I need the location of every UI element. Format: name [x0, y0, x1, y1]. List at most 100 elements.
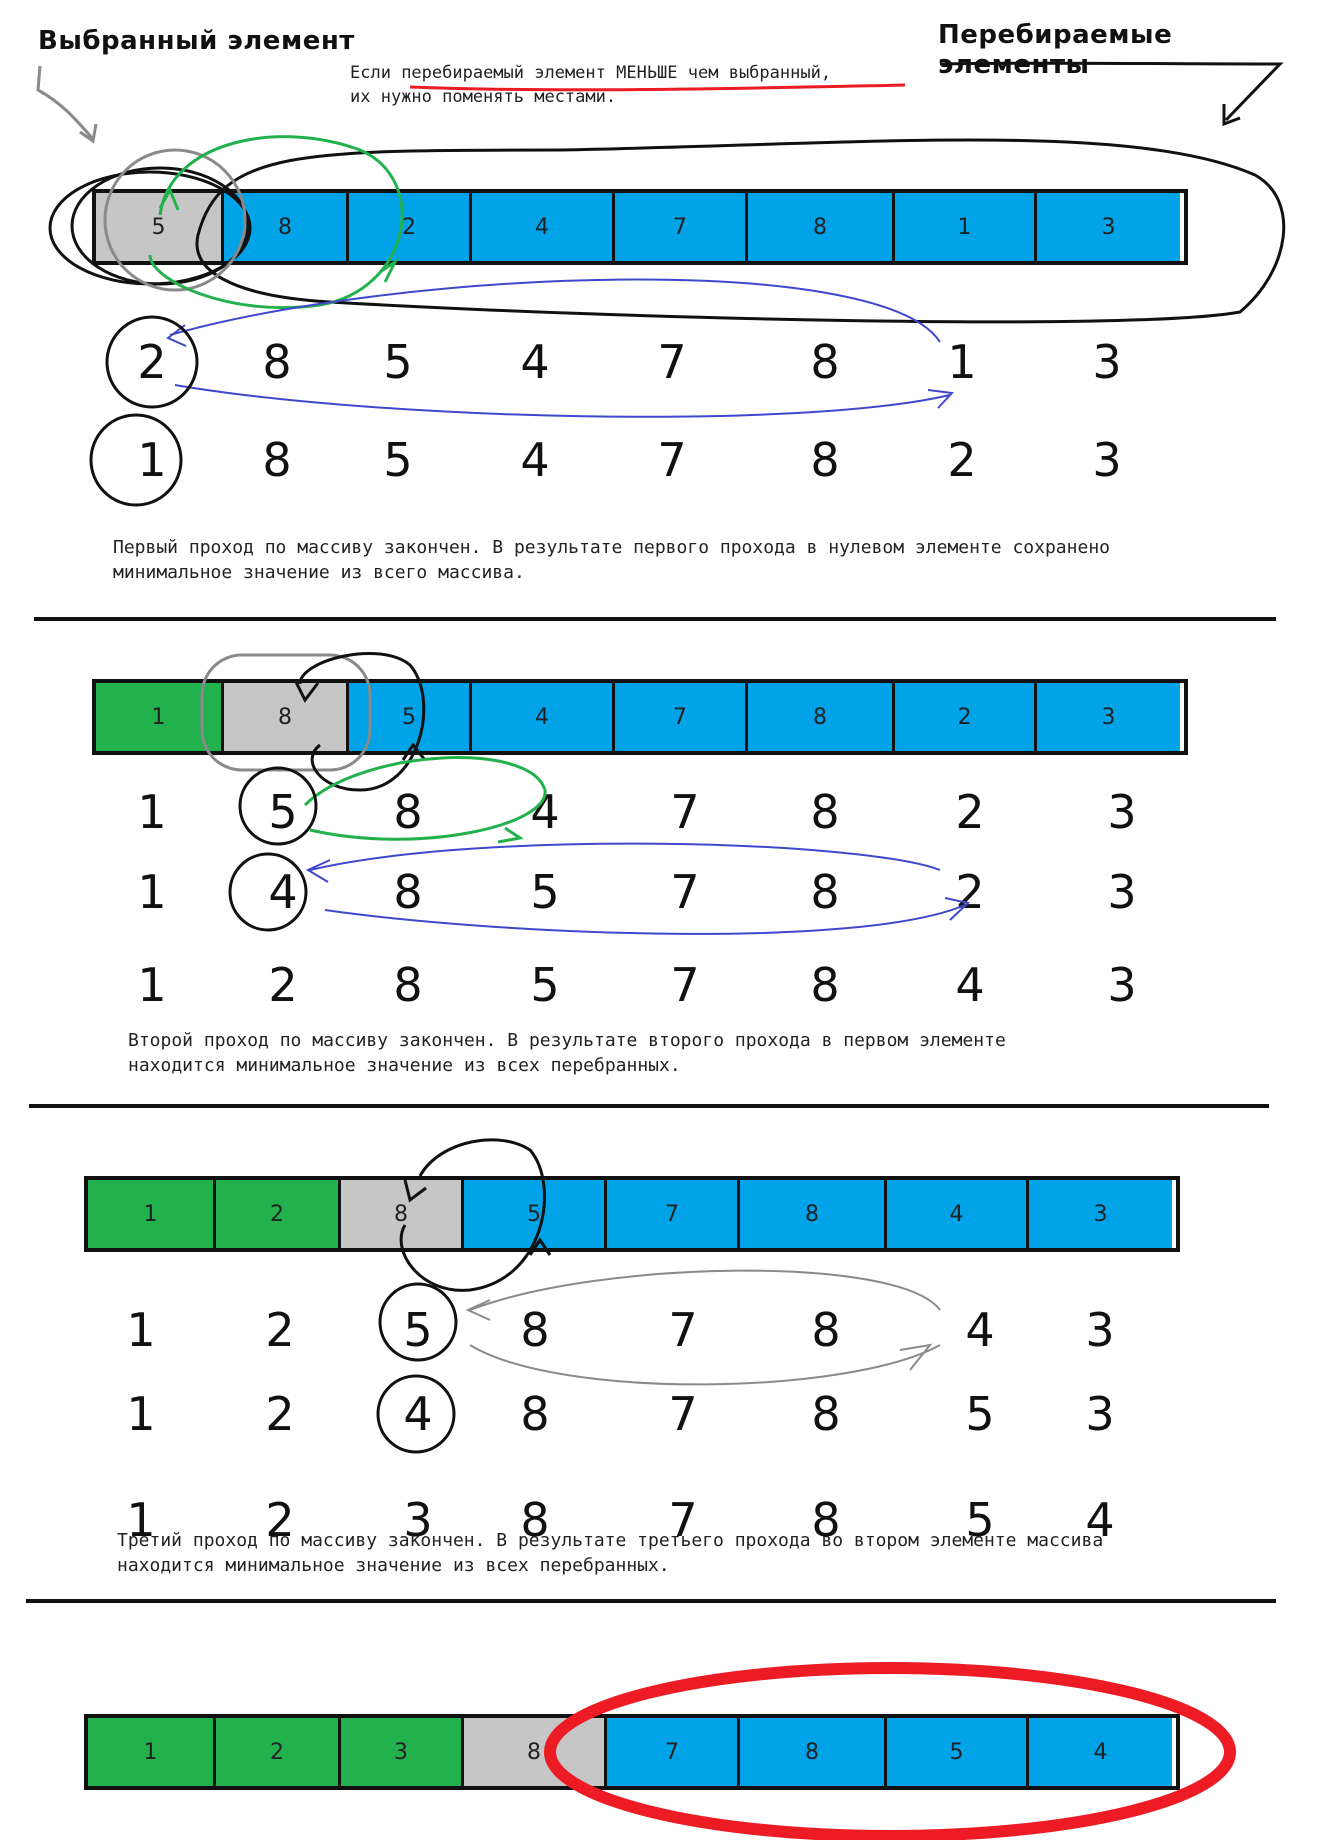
array-cell-iterated: 8 [740, 1180, 887, 1248]
array-cell-iterated: 4 [1029, 1718, 1172, 1786]
handwritten-digit: 1 [137, 433, 167, 487]
array-cell-iterated: 8 [748, 683, 895, 751]
handwritten-digit: 1 [947, 335, 977, 389]
handwritten-digit: 2 [137, 335, 167, 389]
handwritten-digit: 7 [670, 865, 700, 919]
handwritten-digit: 1 [126, 1387, 156, 1441]
handwritten-digit: 4 [530, 785, 560, 839]
handwritten-digit: 1 [137, 958, 167, 1012]
array-cell-selected: 5 [96, 193, 224, 261]
array-cell-sorted: 1 [96, 683, 224, 751]
array-cell-iterated: 3 [1037, 193, 1180, 261]
array-cell-iterated: 5 [349, 683, 472, 751]
array-cell-sorted: 3 [341, 1718, 464, 1786]
handwritten-digit: 7 [670, 785, 700, 839]
rule-note-highlight: перебираемый элемент МЕНЬШЕ чем выбранны… [401, 63, 821, 83]
handwritten-digit: 8 [810, 785, 840, 839]
swap-arrowhead-blue-2 [305, 859, 331, 883]
array-cell-iterated: 2 [895, 683, 1037, 751]
handwritten-digit: 7 [668, 1303, 698, 1357]
rule-note-pre: Если [350, 63, 402, 83]
pass-3-summary: Третий проход по массиву закончен. В рез… [117, 1528, 1103, 1578]
handwritten-digit: 2 [265, 1387, 295, 1441]
handwritten-digit: 4 [403, 1387, 433, 1441]
pass-3-summary-line1: Третий проход по массиву закончен. В рез… [117, 1530, 1104, 1551]
handwritten-digit: 3 [403, 1493, 433, 1547]
handwritten-digit: 8 [811, 1387, 841, 1441]
array-cell-selected: 8 [464, 1718, 607, 1786]
pass-1-summary-line2: минимальное значение из всего массива. [113, 562, 525, 583]
handwritten-digit: 5 [530, 865, 560, 919]
handwritten-digit: 5 [383, 433, 413, 487]
handwritten-digit: 2 [268, 958, 298, 1012]
array-cell-selected: 8 [341, 1180, 464, 1248]
selected-pointer-arrowhead [79, 123, 98, 144]
handwritten-digit: 8 [811, 1493, 841, 1547]
handwritten-digit: 8 [810, 958, 840, 1012]
array-cell-sorted: 2 [216, 1718, 341, 1786]
swap-arrowhead-blue-1b [927, 389, 955, 409]
handwritten-digit: 7 [670, 958, 700, 1012]
handwritten-digit: 8 [810, 433, 840, 487]
handwritten-digit: 1 [137, 785, 167, 839]
rule-note-line2: их нужно поменять местами. [350, 87, 617, 107]
handwritten-digit: 3 [1107, 865, 1137, 919]
array-cell-iterated: 8 [224, 193, 349, 261]
handwritten-digit: 4 [965, 1303, 995, 1357]
handwritten-digit: 7 [657, 433, 687, 487]
iterated-elements-label: Перебираемые элементы [938, 20, 1173, 80]
handwritten-digit: 3 [1107, 785, 1137, 839]
pass-2-summary-line1: Второй проход по массиву закончен. В рез… [128, 1030, 1006, 1051]
handwritten-digit: 3 [1092, 335, 1122, 389]
handwritten-digit: 8 [811, 1303, 841, 1357]
swap-arrowhead-gray-3b [899, 1343, 933, 1371]
array-cell-iterated: 7 [607, 1180, 740, 1248]
array-cell-sorted: 2 [216, 1180, 341, 1248]
array-cell-iterated: 4 [472, 193, 615, 261]
array-cell-iterated: 4 [472, 683, 615, 751]
handwritten-digit: 8 [810, 335, 840, 389]
separator-3 [26, 1599, 1276, 1603]
handwritten-digit: 3 [1092, 433, 1122, 487]
handwritten-digit: 2 [265, 1493, 295, 1547]
pass-3-summary-line2: находится минимальное значение из всех п… [117, 1555, 670, 1576]
array-cell-iterated: 5 [464, 1180, 607, 1248]
handwritten-digit: 1 [126, 1303, 156, 1357]
handwritten-digit: 7 [668, 1493, 698, 1547]
rule-note-post: , [820, 63, 832, 83]
handwritten-digit: 8 [520, 1493, 550, 1547]
pass-1-summary: Первый проход по массиву закончен. В рез… [113, 535, 1110, 585]
array-cell-iterated: 7 [615, 683, 748, 751]
handwritten-digit: 4 [955, 958, 985, 1012]
handwritten-digit: 5 [403, 1303, 433, 1357]
handwritten-digit: 4 [520, 433, 550, 487]
array-cell-iterated: 8 [740, 1718, 887, 1786]
handwritten-digit: 5 [530, 958, 560, 1012]
handwritten-digit: 3 [1085, 1303, 1115, 1357]
handwritten-digit: 3 [1107, 958, 1137, 1012]
handwritten-digit: 2 [955, 865, 985, 919]
swap-arrowhead-green-2b [497, 826, 524, 844]
handwritten-digit: 4 [1085, 1493, 1115, 1547]
separator-2 [29, 1104, 1269, 1108]
handwritten-digit: 2 [265, 1303, 295, 1357]
handwritten-digit: 8 [810, 865, 840, 919]
handwritten-digit: 8 [262, 335, 292, 389]
handwritten-digit: 1 [137, 865, 167, 919]
rule-note: Если перебираемый элемент МЕНЬШЕ чем выб… [350, 61, 831, 109]
swap-arrowhead-green-2 [379, 257, 399, 283]
handwritten-digit: 8 [393, 785, 423, 839]
handwritten-digit: 8 [520, 1387, 550, 1441]
swap-arrow-blue-1b [174, 384, 951, 418]
handwritten-digit: 8 [520, 1303, 550, 1357]
array-cell-iterated: 4 [887, 1180, 1029, 1248]
handwritten-digit: 4 [520, 335, 550, 389]
separator-1 [34, 617, 1276, 621]
array-cell-selected: 8 [224, 683, 349, 751]
array-cell-iterated: 1 [895, 193, 1037, 261]
handwritten-digit: 5 [383, 335, 413, 389]
selected-element-label: Выбранный элемент [38, 26, 355, 56]
